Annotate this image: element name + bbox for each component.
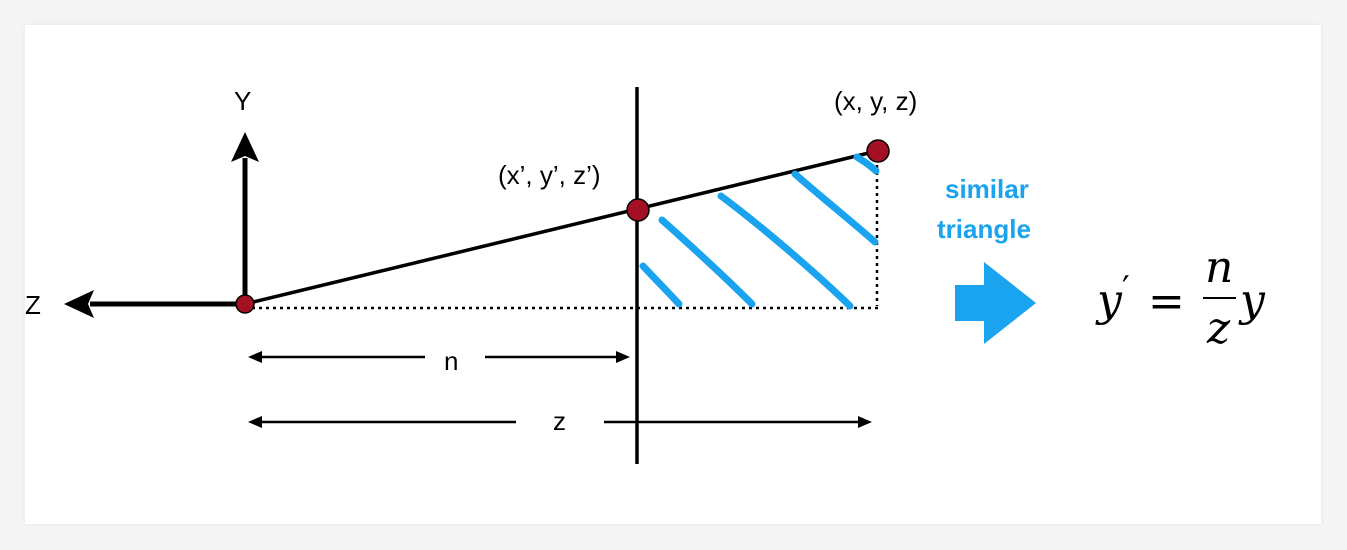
far-point-label: (x, y, z) bbox=[834, 86, 917, 116]
equation-numerator: n bbox=[1205, 242, 1233, 293]
hatch-stroke bbox=[658, 216, 756, 308]
origin-point bbox=[235, 294, 255, 314]
far-point bbox=[866, 139, 890, 163]
z-axis-arrowhead bbox=[64, 290, 94, 318]
hatch-stroke bbox=[791, 170, 879, 246]
hint-line-2: triangle bbox=[937, 214, 1031, 244]
n-dimension-right-arrowhead bbox=[616, 351, 630, 363]
equation-equals: = bbox=[1148, 276, 1185, 327]
equation: y ′ = n z y bbox=[1095, 242, 1266, 354]
projection-ray bbox=[244, 149, 878, 306]
diagram-card bbox=[25, 25, 1321, 524]
y-axis-arrowhead bbox=[231, 132, 259, 162]
z-dimension-right-arrowhead bbox=[858, 416, 872, 428]
hatch-stroke bbox=[853, 153, 880, 175]
equation-lhs-var: y bbox=[1095, 275, 1123, 326]
z-dimension-left-arrowhead bbox=[248, 416, 262, 428]
near-point bbox=[626, 198, 650, 222]
hatch-stroke bbox=[717, 192, 854, 310]
implies-arrow-icon bbox=[955, 262, 1036, 344]
similar-triangle-hatching bbox=[639, 153, 880, 310]
hatch-stroke bbox=[639, 262, 683, 308]
hint-line-1: similar bbox=[945, 174, 1029, 204]
near-point-label: (x’, y’, z’) bbox=[498, 160, 601, 190]
y-axis-label: Y bbox=[234, 86, 251, 116]
z-dimension-label: z bbox=[553, 406, 566, 436]
n-dimension-label: n bbox=[444, 346, 458, 376]
equation-prime: ′ bbox=[1122, 269, 1130, 309]
z-axis-label: Z bbox=[25, 290, 41, 320]
equation-denominator: z bbox=[1206, 303, 1231, 354]
n-dimension-left-arrowhead bbox=[248, 351, 262, 363]
equation-rhs-var: y bbox=[1238, 275, 1266, 326]
